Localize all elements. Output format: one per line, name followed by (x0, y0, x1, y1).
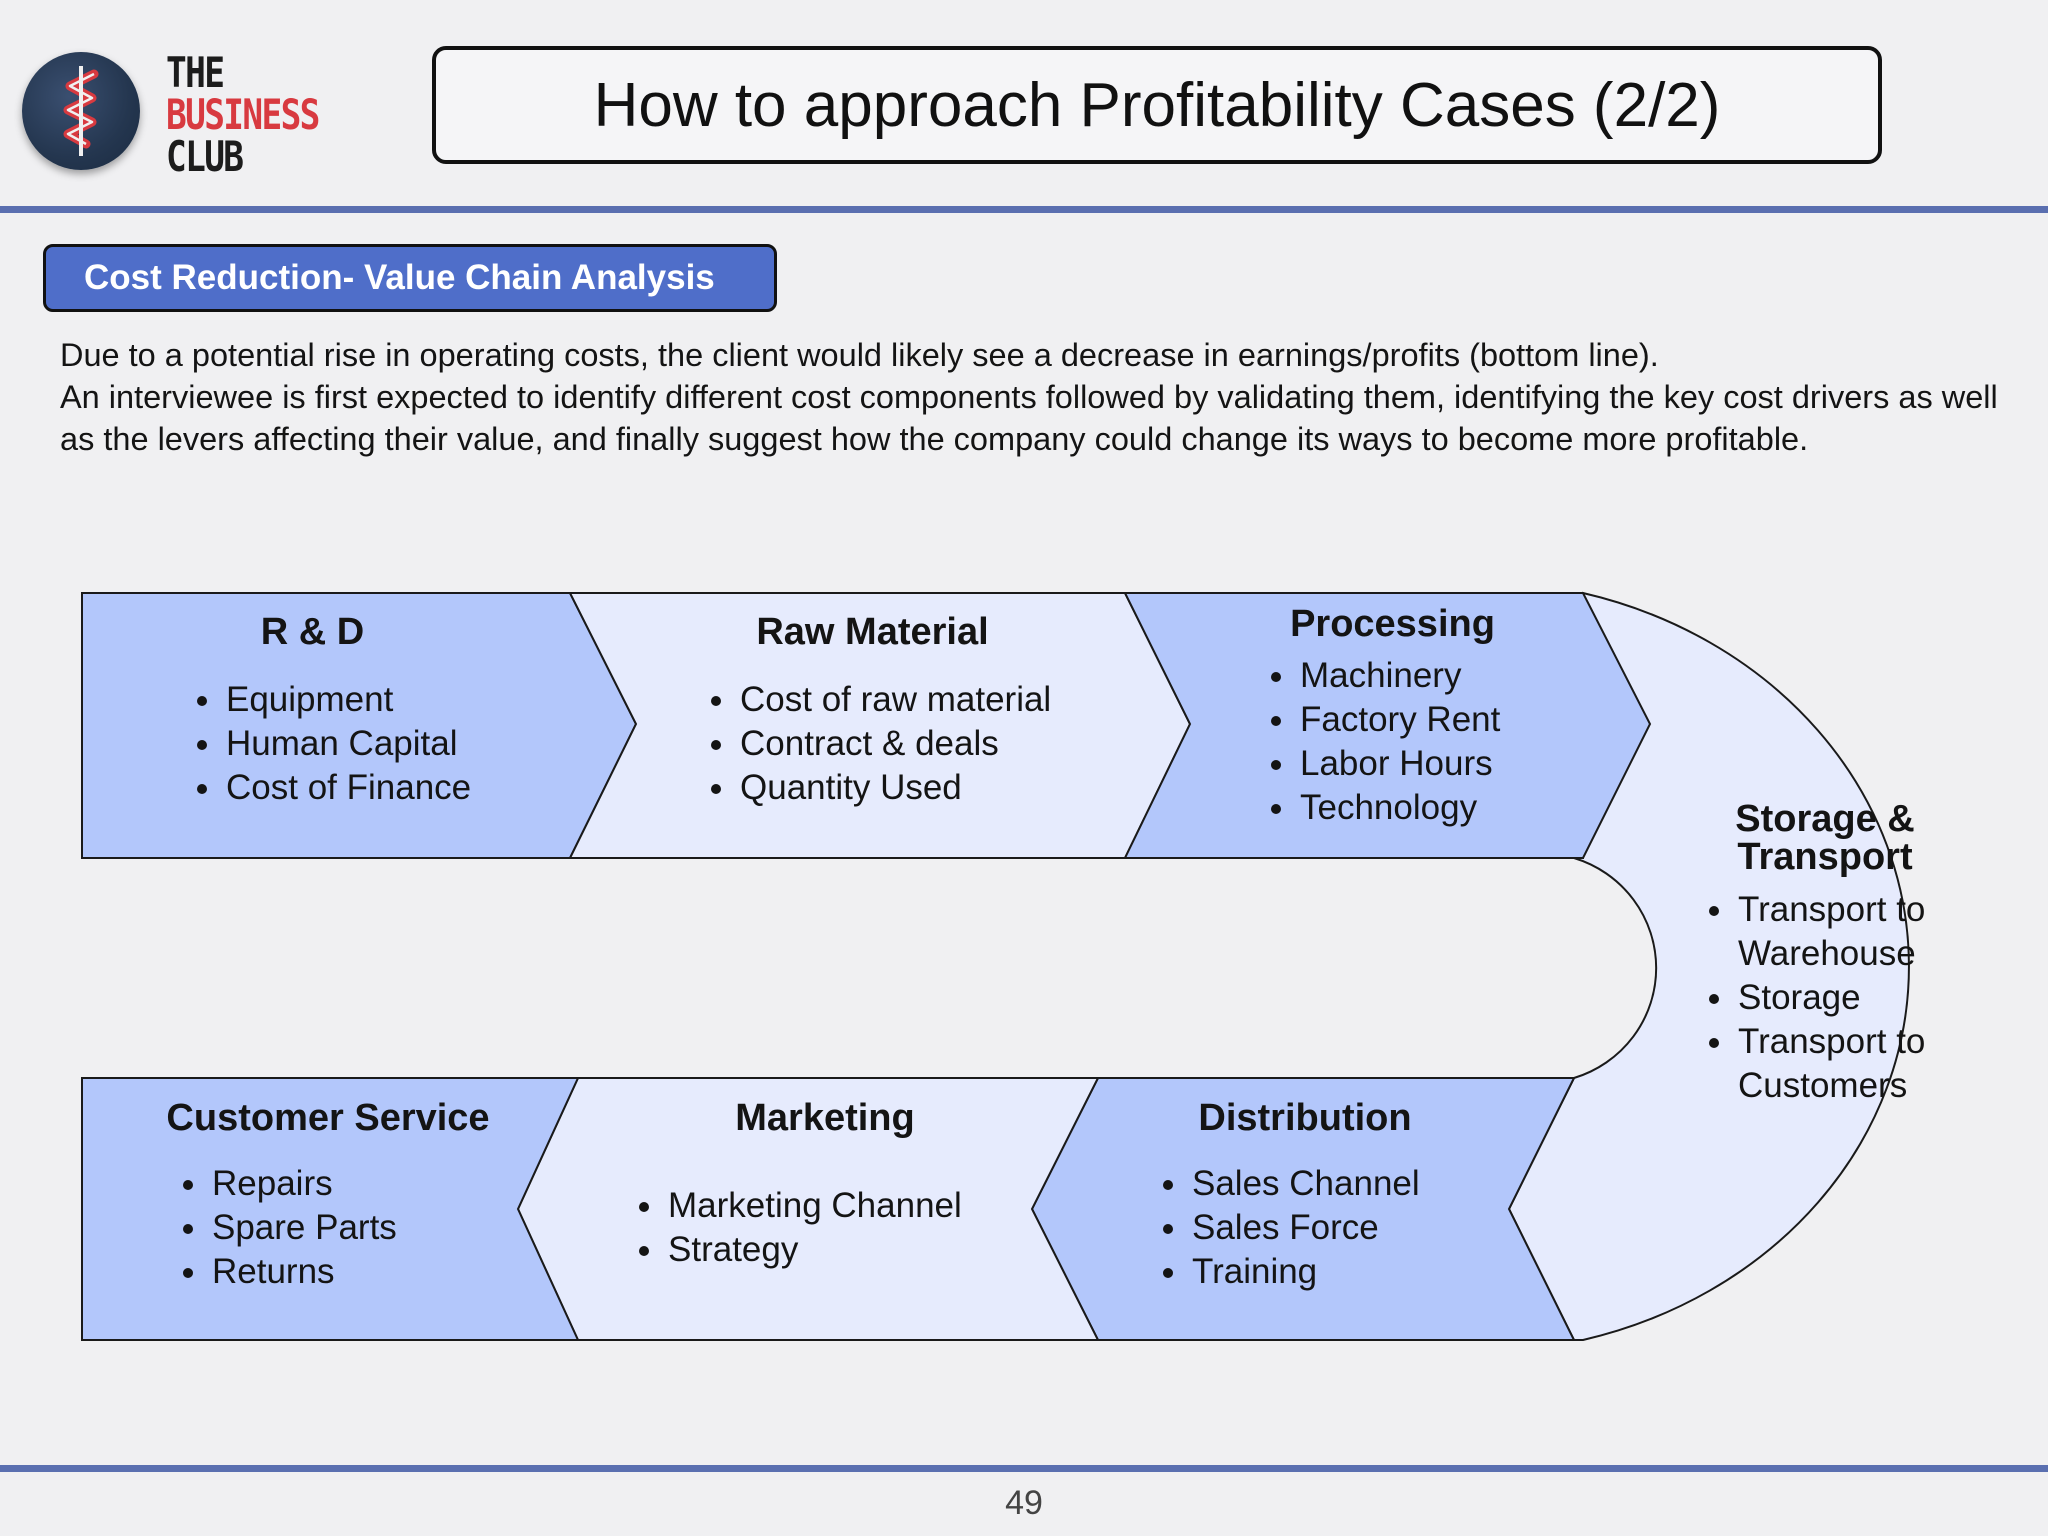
marketing-list: Marketing Channel Strategy (634, 1184, 962, 1272)
list-item: Contract & deals (738, 722, 1051, 766)
raw-material-title: Raw Material (756, 611, 989, 653)
rd-title: R & D (260, 611, 365, 653)
description-paragraph-2: An interviewee is first expected to iden… (60, 379, 1998, 457)
description-paragraph-1: Due to a potential rise in operating cos… (60, 337, 1659, 373)
list-item: Quantity Used (738, 766, 1051, 810)
customer-service-shape (81, 1077, 580, 1341)
list-item: Returns (210, 1250, 397, 1294)
list-item: Training (1190, 1250, 1420, 1294)
list-item: Strategy (666, 1228, 962, 1272)
list-item: Repairs (210, 1162, 397, 1206)
list-item: Sales Channel (1190, 1162, 1420, 1206)
marketing-title: Marketing (735, 1097, 915, 1139)
list-item: Cost of raw material (738, 678, 1051, 722)
brand-line-3: CLUB (166, 132, 244, 181)
dollar-snake-icon (63, 66, 99, 156)
list-item: Transport to Customers (1736, 1020, 1996, 1108)
list-item: Storage (1736, 976, 1996, 1020)
storage-transport-title-line-2: Transport (1737, 836, 1913, 878)
header-divider (0, 206, 2048, 213)
section-tag: Cost Reduction- Value Chain Analysis (43, 244, 777, 312)
description: Due to a potential rise in operating cos… (60, 334, 2020, 460)
raw-material-list: Cost of raw material Contract & deals Qu… (706, 678, 1051, 810)
page-title: How to approach Profitability Cases (2/2… (432, 46, 1882, 164)
rd-list: Equipment Human Capital Cost of Finance (192, 678, 471, 810)
processing-shape (1123, 592, 1652, 859)
storage-transport-list: Transport to Warehouse Storage Transport… (1704, 888, 1996, 1108)
storage-transport-title: Storage & Transport (1690, 800, 1960, 876)
list-item: Equipment (224, 678, 471, 722)
list-item: Marketing Channel (666, 1184, 962, 1228)
page-title-text: How to approach Profitability Cases (2/2… (593, 70, 1721, 140)
section-tag-text: Cost Reduction- Value Chain Analysis (84, 258, 715, 297)
brand-line-1: THE (166, 48, 225, 97)
list-item: Spare Parts (210, 1206, 397, 1250)
distribution-list: Sales Channel Sales Force Training (1158, 1162, 1420, 1294)
customer-service-list: Repairs Spare Parts Returns (178, 1162, 397, 1294)
brand-logo (22, 52, 140, 170)
list-item: Machinery (1298, 654, 1500, 698)
list-item: Cost of Finance (224, 766, 471, 810)
list-item: Transport to Warehouse (1736, 888, 1996, 976)
footer-divider (0, 1465, 2048, 1472)
list-item: Human Capital (224, 722, 471, 766)
list-item: Labor Hours (1298, 742, 1500, 786)
storage-transport-title-line-1: Storage & (1735, 798, 1915, 840)
list-item: Sales Force (1190, 1206, 1420, 1250)
brand-line-2: BUSINESS (166, 90, 320, 139)
list-item: Technology (1298, 786, 1500, 830)
processing-list: Machinery Factory Rent Labor Hours Techn… (1266, 654, 1500, 830)
distribution-title: Distribution (1198, 1097, 1412, 1139)
processing-title: Processing (1290, 603, 1495, 645)
list-item: Factory Rent (1298, 698, 1500, 742)
page-number: 49 (1005, 1484, 1043, 1522)
customer-service-title: Customer Service (166, 1097, 490, 1139)
